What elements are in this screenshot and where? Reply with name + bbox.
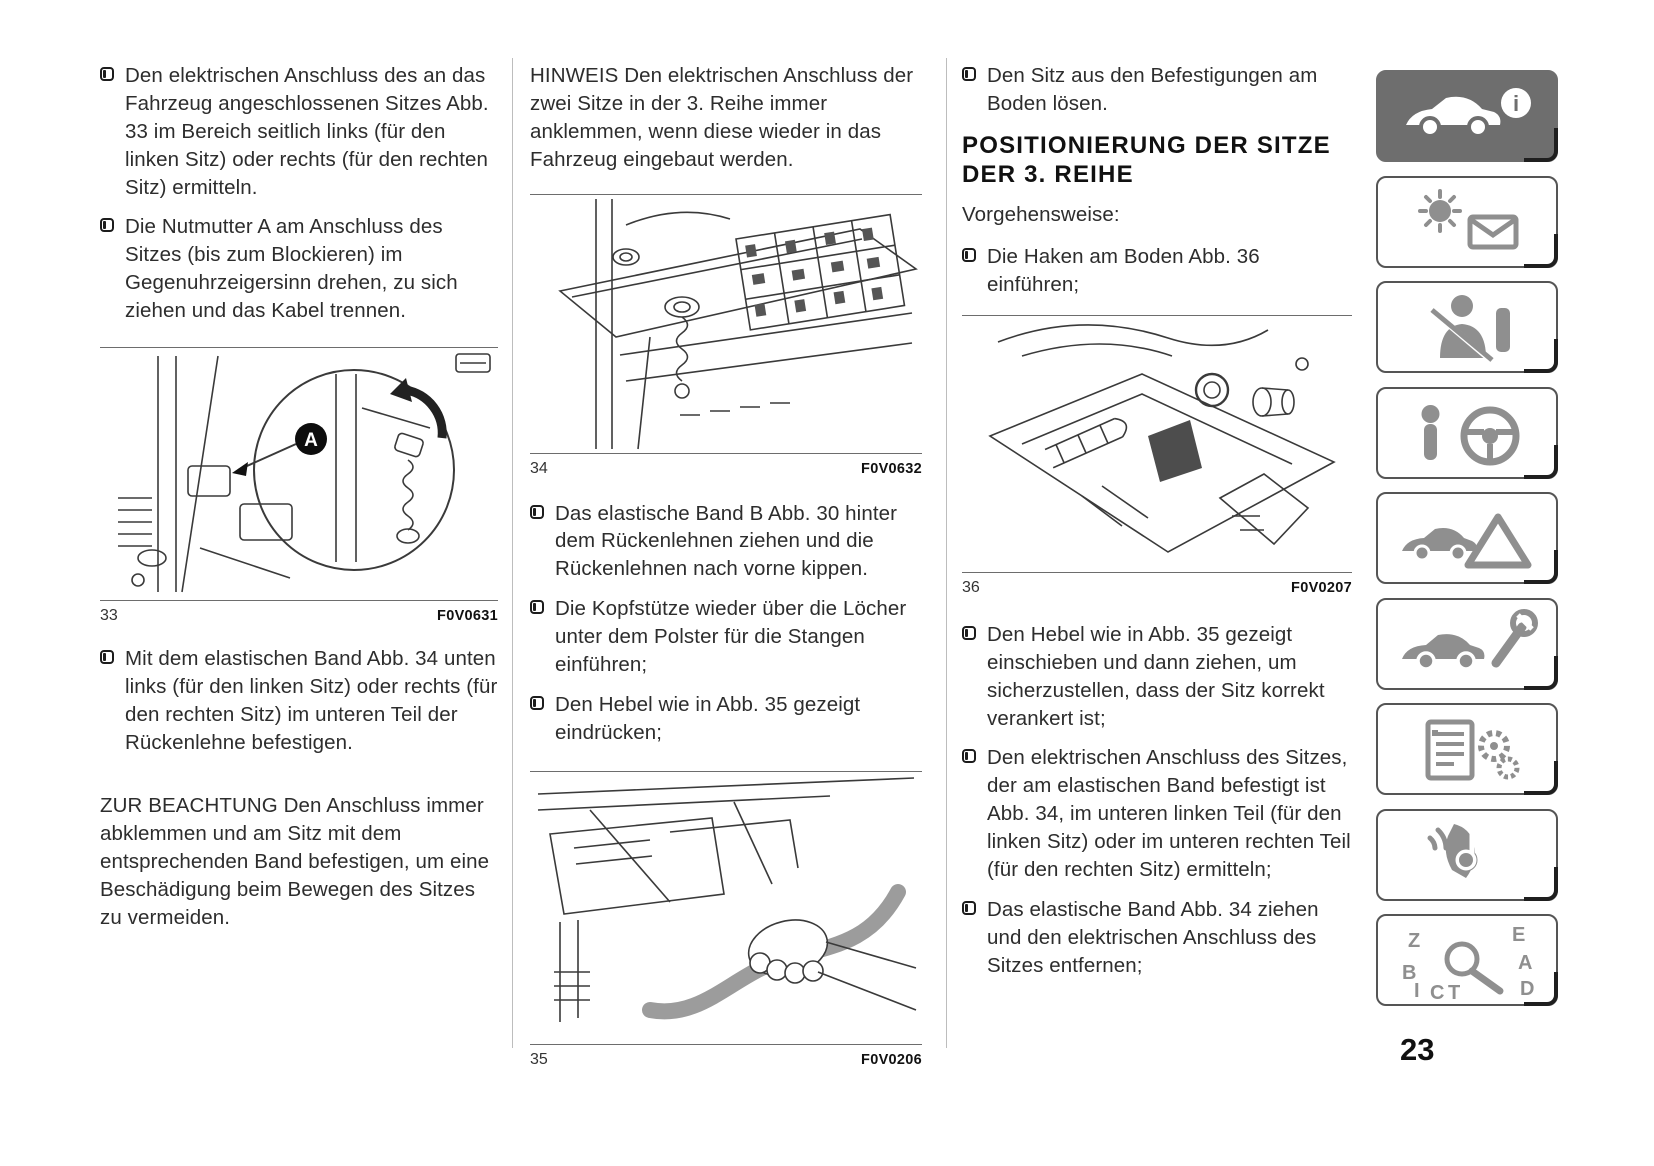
square-bullet-icon (962, 67, 976, 81)
figure-code: F0V0631 (437, 607, 498, 624)
list-item: Den Hebel wie in Abb. 35 gezeigt einschi… (962, 621, 1352, 733)
procedure-label: Vorgehensweise: (962, 203, 1120, 227)
page-number: 23 (1400, 1032, 1435, 1067)
figure-caption: 35 F0V0206 (530, 1045, 922, 1069)
list-item: Den elektrischen Anschluss des Sitzes, d… (962, 744, 1352, 883)
dashboard-lights-icon (1418, 188, 1519, 249)
index-search-icon: Z E B A I C T D (1402, 924, 1534, 999)
column-3: Den Sitz aus den Befestigungen am Boden … (962, 62, 1352, 991)
square-bullet-icon (962, 749, 976, 764)
tab-maintenance[interactable] (1376, 597, 1558, 690)
figure-36-illustration (962, 314, 1352, 573)
square-bullet-icon (100, 649, 114, 664)
tab-emergency[interactable] (1376, 492, 1558, 584)
figure-code: F0V0206 (861, 1051, 922, 1068)
list-item: Die Nutmutter A am Anschluss des Sitzes … (100, 213, 498, 325)
list-item: Den Sitz aus den Befestigungen am Boden … (962, 62, 1352, 118)
tab-vehicle-info[interactable]: i (1376, 70, 1558, 162)
instruction-text: Den Hebel wie in Abb. 35 gezeigt einschi… (987, 622, 1325, 730)
figure-code: F0V0632 (861, 460, 922, 477)
list-item: Den elektrischen Anschluss des an das Fa… (100, 62, 498, 201)
index-letter: E (1512, 924, 1525, 946)
figure-33: A 33 F0V0631 (100, 346, 498, 625)
square-bullet-icon (962, 900, 976, 915)
technical-data-icon (1425, 719, 1520, 781)
section-heading: POSITIONIERUNG DER SITZE DER 3. REIHE (962, 131, 1331, 188)
tab-safety[interactable] (1376, 281, 1558, 373)
square-bullet-icon (962, 625, 976, 640)
tab-dashboard[interactable] (1376, 175, 1558, 268)
section-tab-bar: i (1376, 70, 1558, 1020)
column-1: Den elektrischen Anschluss des an das Fa… (100, 62, 498, 946)
figure-35: 35 F0V0206 (530, 770, 922, 1069)
index-letter: D (1520, 978, 1534, 999)
square-bullet-icon (530, 504, 544, 519)
list-item: Den Hebel wie in Abb. 35 gezeigt eindrüc… (530, 691, 922, 747)
square-bullet-icon (530, 695, 544, 710)
column-divider-2 (946, 58, 947, 1048)
tab-index[interactable]: Z E B A I C T D (1376, 914, 1558, 1006)
caution-paragraph: ZUR BEACHTUNG Den Anschluss immer abklem… (100, 794, 490, 929)
figure-number: 35 (530, 1050, 548, 1068)
info-glyph: i (1513, 91, 1519, 116)
figure-code: F0V0207 (1291, 579, 1352, 596)
list-item: Das elastische Band B Abb. 30 hinter dem… (530, 500, 922, 584)
instruction-text: Die Haken am Boden Abb. 36 einführen; (987, 245, 1260, 297)
index-letter: A (1518, 952, 1532, 974)
index-letter: T (1448, 982, 1460, 999)
figure-34: 34 F0V0632 (530, 193, 922, 478)
figure-35-illustration (530, 770, 922, 1045)
emergency-triangle-icon (1402, 513, 1532, 569)
column-divider-1 (512, 58, 513, 1048)
instruction-text: Den Sitz aus den Befestigungen am Boden … (987, 64, 1318, 115)
column-2: HINWEIS Den elektrischen Anschluss der z… (530, 62, 922, 1079)
instruction-text: Das elastische Band B Abb. 30 hinter dem… (555, 501, 898, 581)
figure-number: 34 (530, 459, 548, 477)
list-item: Das elastische Band Abb. 34 ziehen und d… (962, 896, 1352, 980)
square-bullet-icon (962, 248, 976, 263)
car-service-icon (1402, 608, 1538, 671)
figure-33-callout-a: A (304, 430, 318, 451)
figure-36: 36 F0V0207 (962, 314, 1352, 597)
list-item: Die Kopfstütze wieder über die Löcher un… (530, 595, 922, 679)
index-letter: B (1402, 962, 1416, 984)
multimedia-icon (1427, 823, 1478, 878)
figure-caption: 34 F0V0632 (530, 454, 922, 478)
tab-technical-data[interactable] (1376, 703, 1558, 795)
figure-33-illustration: A (100, 346, 498, 601)
list-item: Mit dem elastischen Band Abb. 34 unten l… (100, 645, 498, 757)
instruction-text: Mit dem elastischen Band Abb. 34 unten l… (125, 646, 498, 754)
tab-multimedia[interactable] (1376, 808, 1558, 901)
car-info-icon: i (1406, 88, 1531, 138)
list-item: Die Haken am Boden Abb. 36 einführen; (962, 243, 1352, 299)
seatbelt-icon (1430, 295, 1510, 362)
figure-number: 36 (962, 578, 980, 596)
index-letter: C (1430, 982, 1444, 999)
index-letter: Z (1408, 930, 1420, 952)
figure-caption: 36 F0V0207 (962, 573, 1352, 597)
figure-number: 33 (100, 606, 118, 624)
square-bullet-icon (530, 600, 544, 615)
index-letter: I (1414, 980, 1420, 999)
square-bullet-icon (100, 218, 114, 233)
figure-caption: 33 F0V0631 (100, 601, 498, 625)
instruction-text: Den Hebel wie in Abb. 35 gezeigt eindrüc… (555, 692, 861, 744)
instruction-text: Die Nutmutter A am Anschluss des Sitzes … (125, 215, 458, 322)
ignition-steering-icon (1421, 404, 1520, 465)
instruction-text: Den elektrischen Anschluss des Sitzes, d… (987, 746, 1351, 881)
instruction-text: Den elektrischen Anschluss des an das Fa… (125, 64, 489, 199)
square-bullet-icon (100, 67, 114, 81)
figure-34-illustration (530, 193, 922, 454)
note-paragraph: HINWEIS Den elektrischen Anschluss der z… (530, 64, 914, 171)
instruction-text: Das elastische Band Abb. 34 ziehen und d… (987, 897, 1319, 977)
tab-starting-driving[interactable] (1376, 386, 1558, 479)
instruction-text: Die Kopfstütze wieder über die Löcher un… (555, 597, 907, 676)
